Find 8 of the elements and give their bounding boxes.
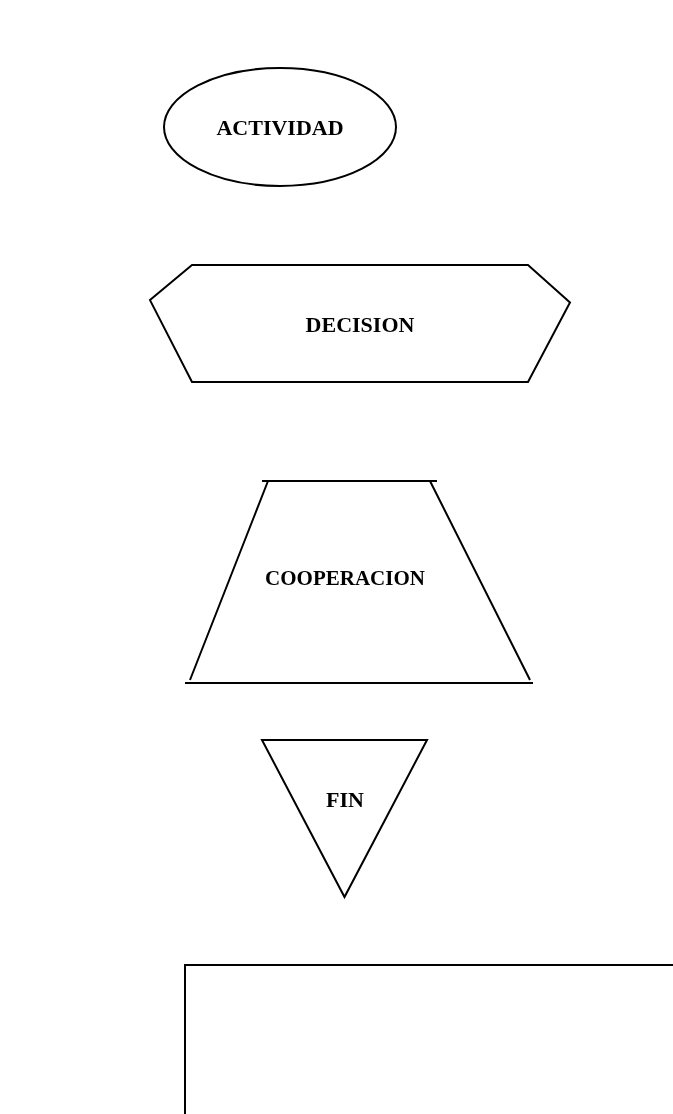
trapezoid-shape [185,481,533,683]
shape-label: FIN [326,787,364,813]
shape-label: COOPERACION [265,565,425,591]
hexagon-shape [150,265,570,382]
shape-label: DECISION [305,312,415,338]
shape-label: ACTIVIDAD [216,115,344,141]
ellipse-shape [164,68,396,186]
triangle-shape [262,740,427,897]
